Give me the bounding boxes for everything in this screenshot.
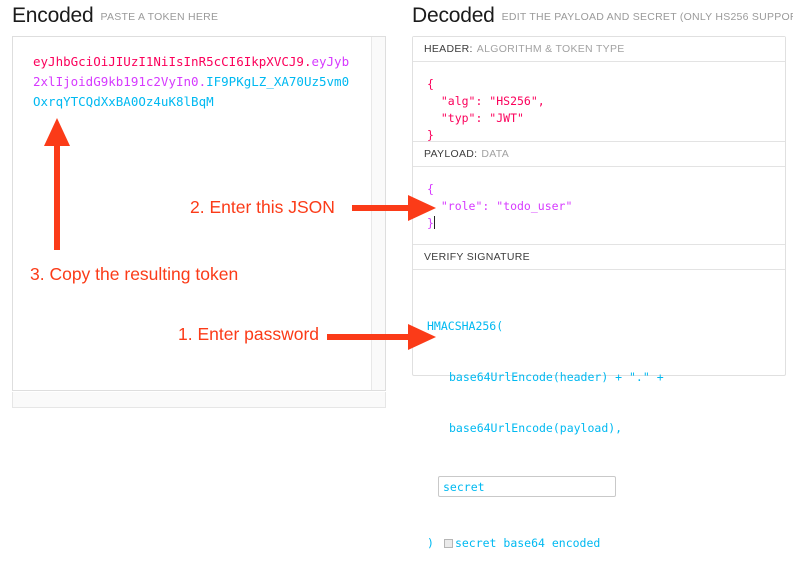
decoded-title: Decoded — [412, 4, 495, 27]
verify-signature-body: HMACSHA256( base64UrlEncode(header) + ".… — [413, 270, 785, 550]
base64-encoded-checkbox[interactable] — [443, 539, 453, 548]
payload-section-title: PAYLOAD:DATA — [413, 142, 785, 167]
hmac-line-2: base64UrlEncode(header) + "." + — [449, 370, 664, 384]
secret-input-row — [427, 474, 785, 497]
hmac-line-3: base64UrlEncode(payload), — [449, 421, 623, 435]
verify-section-title: VERIFY SIGNATURE — [413, 245, 785, 270]
decoded-column-title: Decoded EDIT THE PAYLOAD AND SECRET (ONLY… — [412, 4, 793, 28]
encoded-footer-strip — [12, 392, 386, 408]
encoded-subtitle: PASTE A TOKEN HERE — [100, 11, 219, 23]
annotation-step-2: 2. Enter this JSON — [190, 197, 335, 217]
hmac-line-1: HMACSHA256( — [427, 319, 504, 333]
token-separator-1: . — [303, 54, 312, 69]
encoded-token-text[interactable]: eyJhbGciOiJIUzI1NiIsInR5cCI6IkpXVCJ9.eyJ… — [33, 52, 353, 112]
header-section-hint: ALGORITHM & TOKEN TYPE — [476, 43, 625, 55]
decoded-panel: HEADER:ALGORITHM & TOKEN TYPE { "alg": "… — [412, 36, 786, 550]
header-section-label: HEADER: — [424, 43, 473, 55]
encoded-scrollbar[interactable] — [371, 37, 385, 390]
payload-section-hint: DATA — [481, 148, 510, 160]
text-caret — [433, 216, 435, 229]
base64-option-row: ) secret base64 encoded — [427, 535, 785, 552]
annotation-step-3: 3. Copy the resulting token — [30, 264, 239, 284]
header-json-editor[interactable]: { "alg": "HS256", "typ": "JWT" } — [413, 62, 785, 142]
header-section-title: HEADER:ALGORITHM & TOKEN TYPE — [413, 37, 785, 62]
encoded-title: Encoded — [12, 4, 94, 27]
payload-json-editor[interactable]: { "role": "todo_user" } — [413, 167, 785, 245]
token-header-part: eyJhbGciOiJIUzI1NiIsInR5cCI6IkpXVCJ9 — [33, 54, 304, 69]
payload-json-text: { "role": "todo_user" } — [427, 182, 573, 230]
base64-encoded-label[interactable]: secret base64 encoded — [454, 536, 601, 550]
decoded-subtitle: EDIT THE PAYLOAD AND SECRET (ONLY HS256 … — [501, 11, 793, 23]
verify-section-label: VERIFY SIGNATURE — [424, 251, 530, 263]
secret-input[interactable] — [438, 476, 616, 497]
token-payload-part: eyJyb2xlIjoidG9kb191c2VyIn0 — [33, 54, 350, 89]
encoded-column-title: Encoded PASTE A TOKEN HERE — [12, 4, 218, 28]
token-signature-part: IF9PKgLZ_XA70Uz5vm0OxrqYTCQdXxBA0Oz4uK8l… — [33, 74, 350, 109]
closing-paren: ) — [427, 536, 434, 550]
token-separator-2: . — [198, 74, 207, 89]
encoded-token-editor[interactable]: eyJhbGciOiJIUzI1NiIsInR5cCI6IkpXVCJ9.eyJ… — [12, 36, 386, 391]
payload-section-label: PAYLOAD: — [424, 148, 478, 160]
annotation-step-1: 1. Enter password — [178, 324, 320, 344]
